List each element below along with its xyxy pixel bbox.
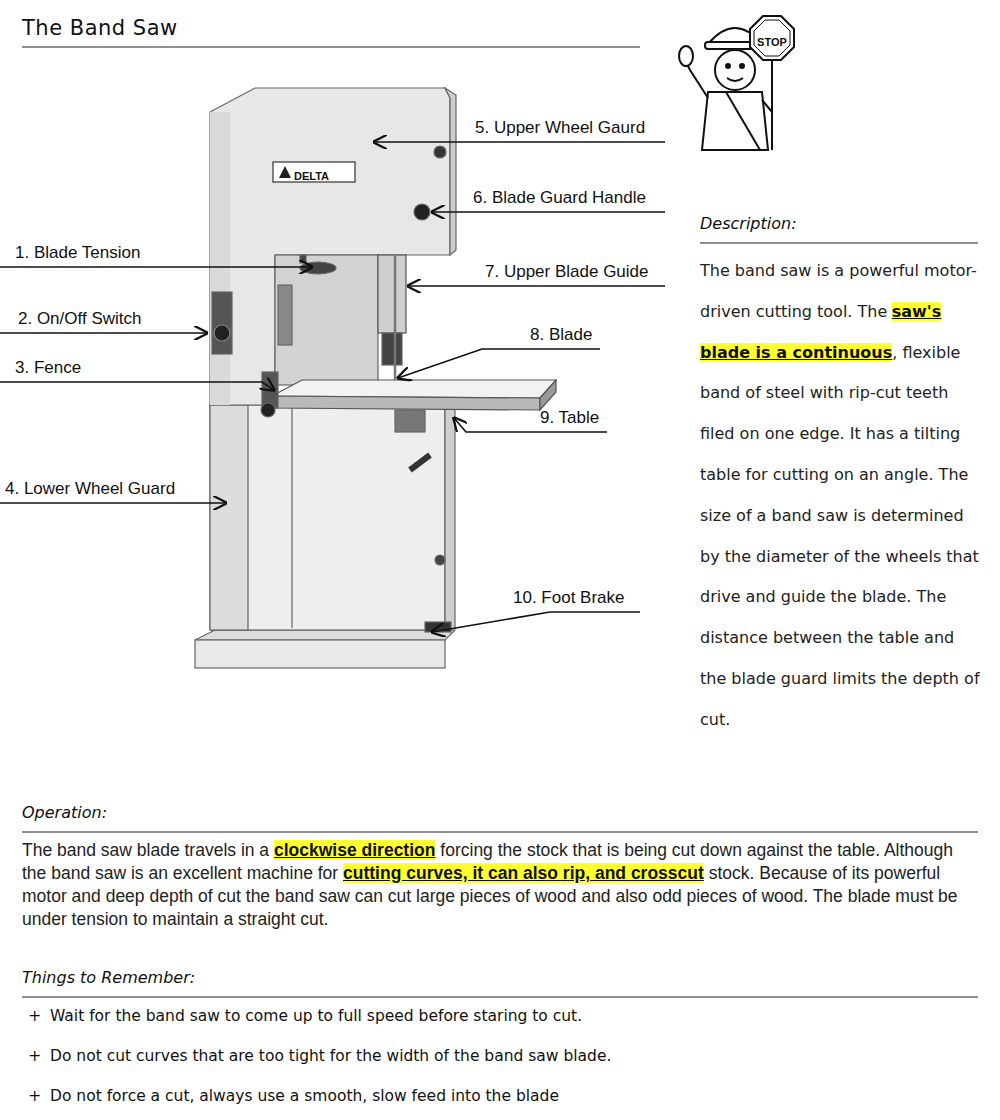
- section-heading-wrapper: Things to Remember:: [22, 968, 195, 988]
- brand-logo: DELTA: [294, 170, 329, 182]
- stop-sign-text: STOP: [757, 36, 787, 48]
- part-label: 4. Lower Wheel Guard: [5, 479, 175, 498]
- title-wrapper: The Band Saw: [22, 16, 178, 40]
- reminder-item-wrapper: Wait for the band saw to come up to full…: [50, 1006, 582, 1026]
- part-label: 1. Blade Tension: [15, 243, 140, 262]
- body-text: The band saw blade travels in a: [22, 840, 269, 860]
- part-label: 8. Blade: [530, 325, 592, 344]
- part-label-wrapper: 8. Blade: [530, 325, 592, 345]
- bullet-marker: +: [28, 1086, 41, 1105]
- reminder-item: Do not force a cut, always use a smooth,…: [50, 1087, 559, 1105]
- part-label-wrapper: 1. Blade Tension: [15, 243, 140, 263]
- part-label-wrapper: 2. On/Off Switch: [18, 309, 141, 329]
- part-label: 9. Table: [540, 408, 599, 427]
- part-label: 10. Foot Brake: [513, 588, 625, 607]
- stop-sign-text-wrapper: STOP: [750, 31, 794, 52]
- part-label: 5. Upper Wheel Gaurd: [475, 118, 645, 137]
- description-paragraph: The band saw is a powerful motor-driven …: [700, 251, 985, 741]
- part-label: 3. Fence: [15, 358, 81, 377]
- part-label-wrapper: 10. Foot Brake: [513, 588, 625, 608]
- body-text: , flexible band of steel with rip-cut te…: [700, 343, 980, 729]
- part-label-wrapper: 5. Upper Wheel Gaurd: [475, 118, 645, 138]
- section-heading: Description:: [700, 214, 797, 233]
- brand-logo-wrapper: DELTA: [294, 165, 329, 186]
- reminder-item-wrapper: Do not cut curves that are too tight for…: [50, 1046, 611, 1066]
- reminder-item: Wait for the band saw to come up to full…: [50, 1007, 582, 1025]
- part-label-wrapper: 7. Upper Blade Guide: [485, 262, 649, 282]
- section-heading: Things to Remember:: [22, 968, 195, 987]
- part-label: 2. On/Off Switch: [18, 309, 141, 328]
- bullet-marker-wrapper: +: [28, 1006, 41, 1026]
- bullet-marker: +: [28, 1006, 41, 1025]
- part-label-wrapper: 3. Fence: [15, 358, 81, 378]
- bullet-marker-wrapper: +: [28, 1086, 41, 1106]
- bullet-marker-wrapper: +: [28, 1046, 41, 1066]
- part-label: 6. Blade Guard Handle: [473, 188, 646, 207]
- reminder-item-wrapper: Do not force a cut, always use a smooth,…: [50, 1086, 559, 1106]
- part-label-wrapper: 6. Blade Guard Handle: [473, 188, 646, 208]
- part-label: 7. Upper Blade Guide: [485, 262, 649, 281]
- operation-paragraph: The band saw blade travels in aclockwise…: [22, 839, 977, 931]
- part-label-wrapper: 4. Lower Wheel Guard: [5, 479, 175, 499]
- section-heading: Operation:: [22, 803, 107, 822]
- bullet-marker: +: [28, 1046, 41, 1065]
- part-label-wrapper: 9. Table: [540, 408, 599, 428]
- section-heading-wrapper: Description:: [700, 214, 797, 234]
- highlighted-text: cutting curves, it can also rip, and cro…: [343, 863, 704, 883]
- section-heading-wrapper: Operation:: [22, 803, 107, 823]
- page-title: The Band Saw: [22, 16, 178, 40]
- highlighted-text: clockwise direction: [274, 840, 435, 860]
- reminder-item: Do not cut curves that are too tight for…: [50, 1047, 611, 1065]
